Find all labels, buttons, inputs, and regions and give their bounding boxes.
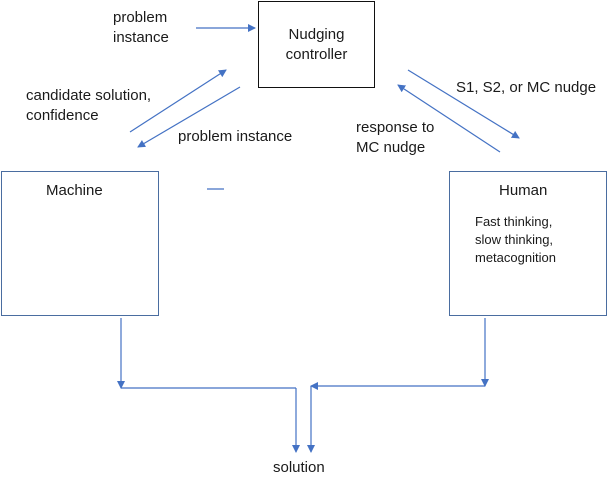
machine-box: [1, 171, 159, 316]
human-box: [449, 171, 607, 316]
human-label: Human: [499, 182, 548, 199]
label-solution: solution: [273, 459, 325, 476]
label-problem-instance-out: problem instance: [178, 128, 293, 145]
human-detail: Fast thinking, slow thinking, metacognit…: [475, 214, 556, 265]
arrow-human-to-controller: [397, 84, 501, 153]
label-nudge: S1, S2, or MC nudge: [456, 79, 597, 96]
machine-label: Machine: [46, 182, 103, 199]
nudging-controller-label: Nudging controller: [285, 26, 348, 63]
arrow-machine-to-controller: [129, 69, 227, 133]
label-candidate-solution: candidate solution, confidence: [26, 87, 152, 124]
arrow-controller-to-machine: [137, 86, 241, 148]
label-response: response to MC nudge: [356, 119, 435, 156]
nudging-controller-box: [258, 1, 375, 88]
arrow-controller-to-human: [407, 69, 520, 139]
label-problem-instance-in: problem instance: [113, 9, 169, 46]
